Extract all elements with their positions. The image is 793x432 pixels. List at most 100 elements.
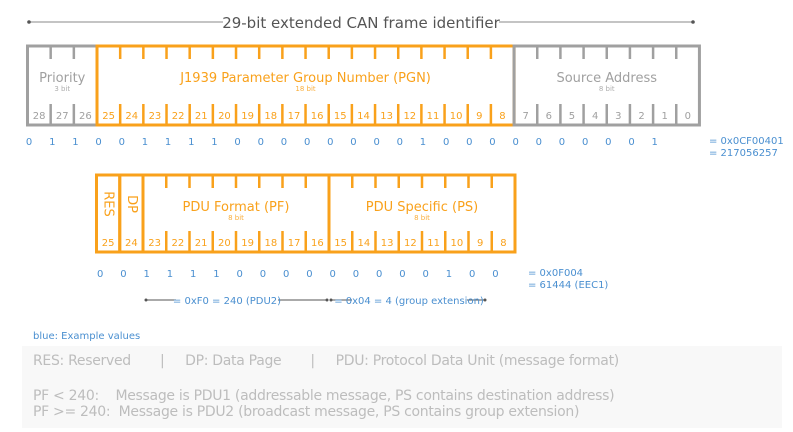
bit-number: 12 — [403, 111, 416, 122]
bit-number: 8 — [499, 111, 505, 122]
bit-number: 23 — [149, 111, 162, 122]
bit-value: 0 — [422, 269, 428, 280]
bit-value: 0 — [489, 137, 495, 148]
field-bit-count: 8 bit — [599, 85, 615, 93]
bit-number: 27 — [56, 111, 69, 122]
bit-number: 22 — [172, 111, 185, 122]
bit-number: 14 — [357, 111, 370, 122]
field-bit-count: 18 bit — [295, 85, 316, 93]
bit-value: 1 — [143, 269, 149, 280]
bit-number: 11 — [427, 238, 440, 249]
bit-number: 0 — [685, 111, 691, 122]
bit-number: 24 — [125, 238, 138, 249]
bit-number: 21 — [195, 111, 208, 122]
bottom-result-hex: = 0x0F004 — [528, 268, 583, 279]
bit-number: 5 — [569, 111, 575, 122]
field-label: RES — [101, 191, 116, 217]
field-j1939-parameter-group-number-pgn: J1939 Parameter Group Number (PGN)18 bit… — [95, 44, 516, 127]
bit-value: 1 — [167, 269, 173, 280]
bit-number: 25 — [102, 238, 115, 249]
bit-value: 1 — [420, 137, 426, 148]
bit-value: 0 — [260, 269, 266, 280]
bit-value: 0 — [466, 137, 472, 148]
bit-value: 1 — [190, 269, 196, 280]
bit-value: 0 — [97, 269, 103, 280]
bit-value: 0 — [559, 137, 565, 148]
bit-number: 7 — [522, 111, 528, 122]
legend-text: blue: Example values — [33, 331, 141, 342]
bit-number: 1 — [661, 111, 667, 122]
bit-value: 0 — [329, 269, 335, 280]
bit-value: 0 — [350, 137, 356, 148]
pdu2-note: PF >= 240: Message is PDU2 (broadcast me… — [33, 404, 580, 420]
bit-value: 0 — [605, 137, 611, 148]
bit-value: 0 — [373, 137, 379, 148]
field-label: J1939 Parameter Group Number (PGN) — [179, 71, 431, 86]
bit-number: 16 — [311, 238, 324, 249]
field-label: Priority — [39, 71, 86, 86]
pdu1-note: PF < 240: Message is PDU1 (addressable m… — [33, 388, 615, 404]
bit-number: 18 — [265, 238, 278, 249]
field-res: RES 25 — [95, 173, 122, 254]
bit-value: 0 — [95, 137, 101, 148]
ps-bracket — [329, 298, 487, 302]
bit-value: 1 — [211, 137, 217, 148]
ps-value-label: = 0x04 = 4 (group extension) — [334, 296, 484, 307]
bit-value: 0 — [397, 137, 403, 148]
bit-value: 0 — [399, 269, 405, 280]
top-result-dec: = 217056257 — [709, 148, 778, 159]
bit-value: 0 — [281, 137, 287, 148]
bit-value: 1 — [142, 137, 148, 148]
bit-value: 0 — [469, 269, 475, 280]
bit-number: 12 — [404, 238, 417, 249]
bit-number: 20 — [218, 238, 231, 249]
bit-number: 14 — [358, 238, 371, 249]
bit-number: 28 — [33, 111, 46, 122]
bit-number: 26 — [79, 111, 92, 122]
field-label: PDU Specific (PS) — [366, 200, 478, 215]
bit-number: 18 — [264, 111, 277, 122]
bit-value: 0 — [492, 269, 498, 280]
bit-value: 0 — [327, 137, 333, 148]
bit-number: 25 — [102, 111, 115, 122]
bit-value: 1 — [72, 137, 78, 148]
bit-value: 0 — [443, 137, 449, 148]
field-bit-count: 8 bit — [414, 214, 430, 222]
pf-bracket — [144, 298, 329, 302]
bit-number: 13 — [380, 111, 393, 122]
bit-number: 19 — [241, 111, 254, 122]
bit-value: 0 — [376, 269, 382, 280]
bit-value: 0 — [234, 137, 240, 148]
field-label: Source Address — [556, 71, 657, 86]
bit-value: 0 — [120, 269, 126, 280]
bit-value: 0 — [119, 137, 125, 148]
bit-number: 8 — [500, 238, 506, 249]
bit-number: 9 — [477, 238, 483, 249]
bit-value: 0 — [258, 137, 264, 148]
bit-value: 0 — [536, 137, 542, 148]
bit-number: 20 — [218, 111, 231, 122]
bit-number: 23 — [148, 238, 161, 249]
bit-value: 1 — [446, 269, 452, 280]
bit-number: 6 — [546, 111, 552, 122]
bit-number: 17 — [288, 238, 301, 249]
bit-number: 9 — [476, 111, 482, 122]
bit-value: 0 — [306, 269, 312, 280]
bit-number: 11 — [427, 111, 440, 122]
bit-value: 0 — [582, 137, 588, 148]
top-result-hex: = 0x0CF00401 — [709, 136, 784, 147]
bit-number: 15 — [334, 238, 347, 249]
bit-value: 0 — [353, 269, 359, 280]
bit-number: 24 — [125, 111, 138, 122]
bit-value: 0 — [304, 137, 310, 148]
bit-number: 19 — [241, 238, 254, 249]
diagram-title: 29-bit extended CAN frame identifier — [222, 14, 500, 32]
bit-number: 13 — [381, 238, 394, 249]
bit-value: 0 — [26, 137, 32, 148]
abbreviations-note: RES: Reserved | DP: Data Page | PDU: Pro… — [33, 353, 619, 369]
bit-number: 21 — [195, 238, 208, 249]
bit-value: 0 — [236, 269, 242, 280]
